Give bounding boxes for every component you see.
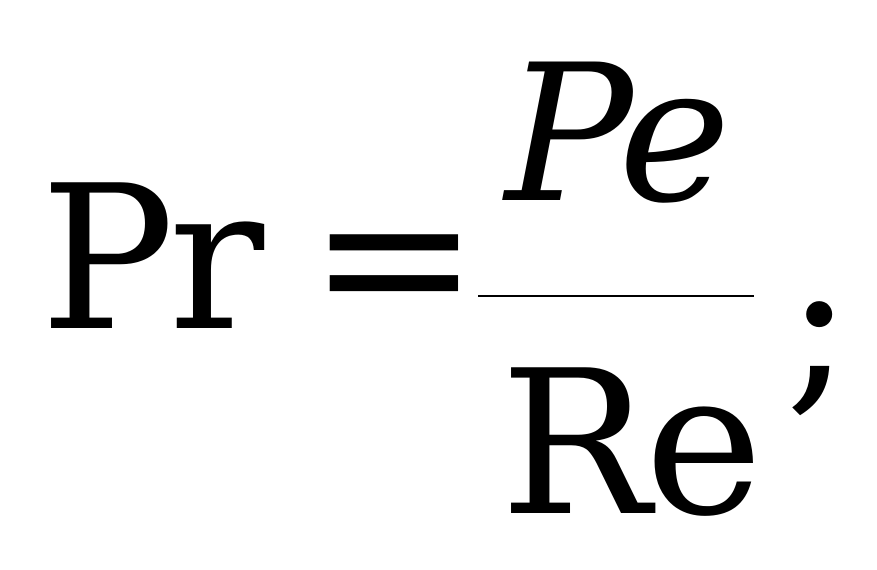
- fraction-numerator-peclet: Pe: [505, 24, 731, 245]
- formula-lhs-prandtl: Pr: [40, 143, 264, 376]
- semicolon: ;: [785, 203, 853, 436]
- fraction-bar: [478, 295, 754, 297]
- equals-sign: =: [308, 138, 480, 376]
- fraction-denominator-reynolds: Re: [500, 328, 763, 561]
